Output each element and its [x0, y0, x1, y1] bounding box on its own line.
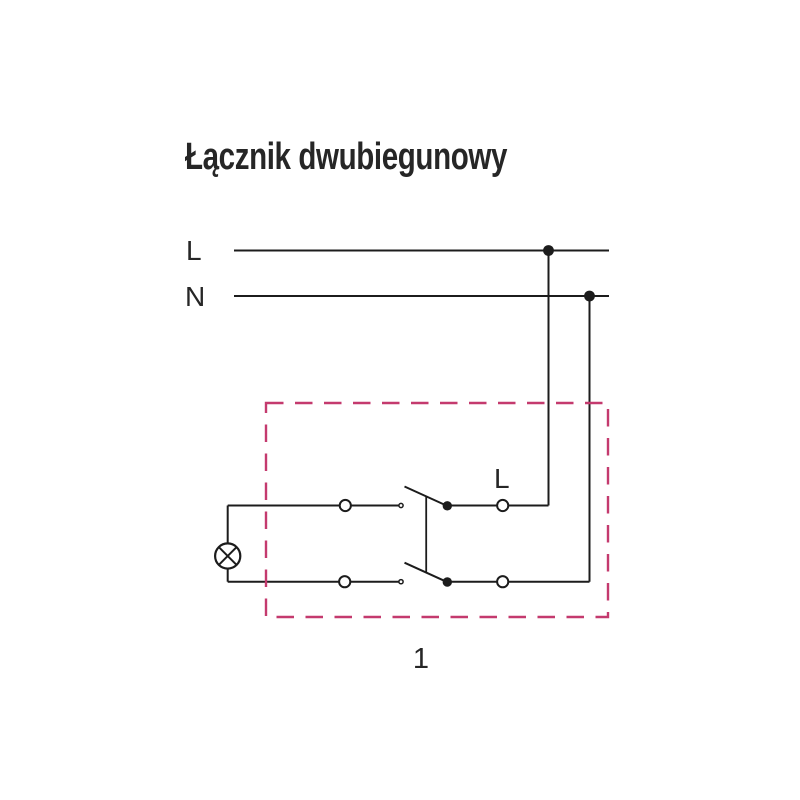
- switch-terminal-label: L: [494, 463, 510, 494]
- neutral-label: N: [185, 281, 205, 312]
- terminal-circle-bottom-right: [496, 575, 510, 589]
- terminals-group: [338, 498, 510, 589]
- device-boundary-box: [264, 401, 610, 619]
- lamp-icon: [213, 542, 242, 570]
- terminal-circle-top-right: [496, 498, 510, 513]
- phase-junction-dot: [543, 245, 554, 256]
- wires-group: [226, 249, 609, 584]
- terminal-circle-bottom-left: [338, 575, 352, 589]
- diagram-title: Łącznik dwubiegunowy: [185, 136, 507, 178]
- junction-dots-group: [442, 245, 595, 587]
- switch-pivot-dot-top: [442, 501, 452, 511]
- phase-label: L: [186, 235, 202, 266]
- switch-blade-bottom: [404, 561, 449, 584]
- figure-number-label: 1: [413, 643, 429, 675]
- contact-point-bottom: [398, 578, 404, 585]
- contact-point-top: [398, 502, 404, 509]
- terminal-circle-top-left: [338, 498, 352, 513]
- labels-group: L N L 1: [185, 235, 510, 675]
- lamp-cross-icon: [218, 546, 238, 566]
- neutral-junction-dot: [584, 290, 595, 302]
- switch-pivot-dot-bottom: [442, 577, 452, 587]
